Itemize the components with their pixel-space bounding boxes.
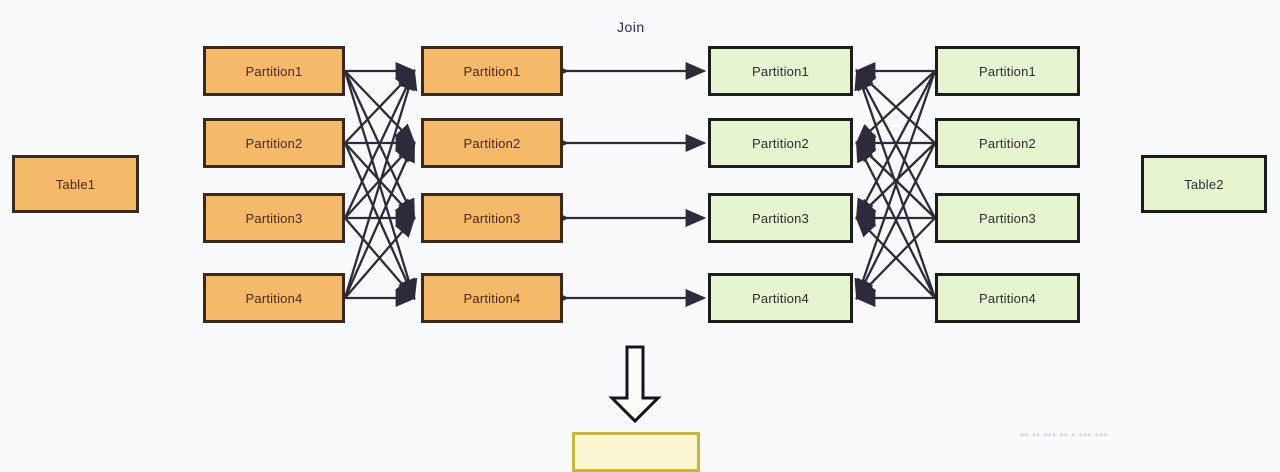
- col1-partition-3[interactable]: Partition3: [203, 193, 345, 243]
- col1-partition-2-label: Partition2: [245, 135, 303, 151]
- col1-partition-4[interactable]: Partition4: [203, 273, 345, 323]
- col4-partition-2-label: Partition2: [979, 135, 1036, 151]
- col1-partition-4-label: Partition4: [245, 290, 303, 306]
- col2-partition-1[interactable]: Partition1: [421, 46, 563, 96]
- col1-partition-3-label: Partition3: [245, 210, 303, 226]
- result-down-arrow-icon: [608, 345, 662, 424]
- col4-partition-3[interactable]: Partition3: [935, 193, 1080, 243]
- col4-partition-2[interactable]: Partition2: [935, 118, 1080, 168]
- table1-label: Table1: [55, 176, 96, 192]
- col3-partition-3[interactable]: Partition3: [708, 193, 853, 243]
- watermark-text: •• •• ••• •• • ••• •••: [1020, 428, 1108, 442]
- diagram-canvas: Join Table1 Table2 Partition1 Partition2…: [12, 19, 1267, 472]
- col2-partition-4[interactable]: Partition4: [421, 273, 563, 323]
- join-edges-middle: [548, 62, 707, 307]
- col3-partition-2[interactable]: Partition2: [708, 118, 853, 168]
- col4-partition-3-label: Partition3: [979, 210, 1036, 226]
- col4-partition-1-label: Partition1: [979, 63, 1036, 79]
- join-label: Join: [617, 19, 645, 35]
- col2-partition-3[interactable]: Partition3: [421, 193, 563, 243]
- col4-partition-4-label: Partition4: [979, 290, 1036, 306]
- col1-partition-1[interactable]: Partition1: [203, 46, 345, 96]
- shuffle-edges-left: [343, 62, 418, 307]
- edges-layer: [343, 62, 937, 424]
- col2-partition-1-label: Partition1: [463, 63, 521, 79]
- col1-partition-2[interactable]: Partition2: [203, 118, 345, 168]
- col3-partition-3-label: Partition3: [752, 210, 809, 226]
- col1-partition-1-label: Partition1: [245, 63, 303, 79]
- col3-partition-4-label: Partition4: [752, 290, 809, 306]
- col4-partition-4[interactable]: Partition4: [935, 273, 1080, 323]
- col3-partition-2-label: Partition2: [752, 135, 809, 151]
- col2-partition-2-label: Partition2: [463, 135, 521, 151]
- table2-label: Table2: [1184, 176, 1224, 192]
- table2-box[interactable]: Table2: [1141, 155, 1267, 213]
- col3-partition-1-label: Partition1: [752, 63, 809, 79]
- col2-partition-2[interactable]: Partition2: [421, 118, 563, 168]
- shuffle-edges-right: [854, 62, 937, 307]
- table1-box[interactable]: Table1: [12, 155, 139, 213]
- col4-partition-1[interactable]: Partition1: [935, 46, 1080, 96]
- col3-partition-4[interactable]: Partition4: [708, 273, 853, 323]
- col2-partition-3-label: Partition3: [463, 210, 521, 226]
- col3-partition-1[interactable]: Partition1: [708, 46, 853, 96]
- join-result-box[interactable]: [572, 432, 700, 472]
- col2-partition-4-label: Partition4: [463, 290, 521, 306]
